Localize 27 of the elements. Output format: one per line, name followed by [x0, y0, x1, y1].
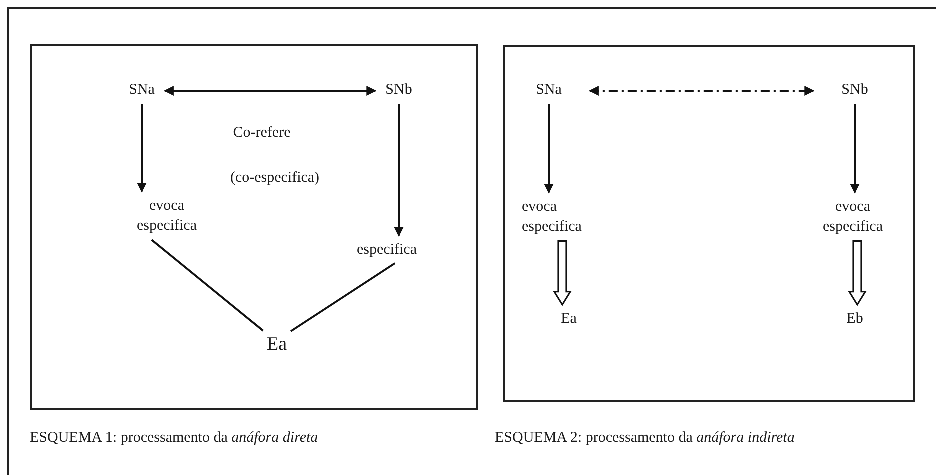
node-text: SNa [129, 80, 155, 100]
connector-line [290, 262, 396, 332]
node-text: evoca especifica [522, 196, 612, 238]
arrow [850, 104, 860, 194]
diagram-panel [503, 45, 915, 402]
node-text: Ea [266, 332, 288, 358]
relation-label: (co-especifica) [230, 170, 320, 187]
hollow-arrow [848, 240, 867, 306]
node-text: SNa [536, 80, 562, 100]
hollow-arrow [553, 240, 572, 306]
connector-line [151, 239, 264, 332]
node-text: Eb [846, 308, 864, 330]
diagram-panel [30, 44, 478, 410]
figure-caption: ESQUEMA 2: processamento da anáfora indireta [495, 430, 795, 447]
arrow [588, 86, 815, 96]
relation-label: Co-refere [233, 125, 291, 142]
node-text: evoca especifica [808, 196, 898, 238]
arrow [164, 86, 377, 96]
node-text: SNb [842, 80, 868, 100]
node-text: SNb [386, 80, 412, 100]
node-text: especifica [357, 240, 417, 260]
node-text: evoca especifica [122, 196, 212, 236]
arrow [137, 104, 147, 193]
arrow [394, 104, 404, 237]
node-text: Ea [561, 308, 577, 330]
figure-caption: ESQUEMA 1: processamento da anáfora direta [30, 430, 318, 447]
arrow [544, 104, 554, 194]
